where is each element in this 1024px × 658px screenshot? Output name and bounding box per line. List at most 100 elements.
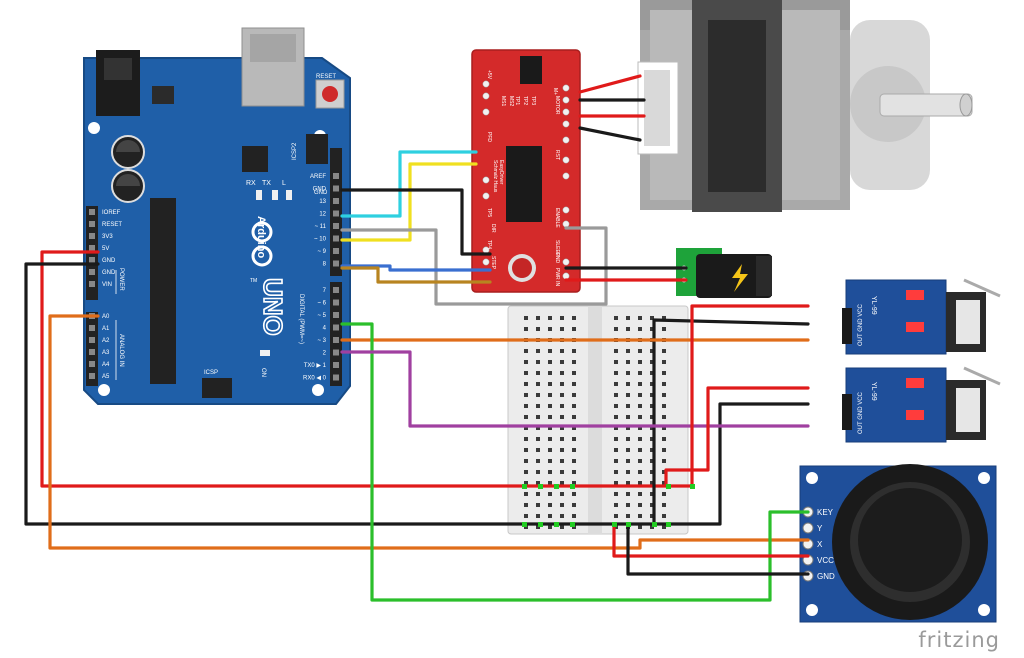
breadboard-hole xyxy=(548,404,552,408)
breadboard-hole xyxy=(638,525,642,529)
breadboard-hole xyxy=(614,426,618,430)
header-pin xyxy=(333,198,339,204)
breadboard-hole xyxy=(638,514,642,518)
breadboard-hole xyxy=(548,316,552,320)
breadboard-hole xyxy=(650,393,654,397)
breadboard-hole xyxy=(560,426,564,430)
joystick-pin-label: VCC xyxy=(817,556,834,565)
breadboard-hole xyxy=(572,492,576,496)
header-pin xyxy=(333,299,339,306)
breadboard-hole xyxy=(614,349,618,353)
joystick-pin-label: Y xyxy=(817,524,823,533)
driver-pin xyxy=(562,258,570,266)
breadboard-hole xyxy=(536,448,540,452)
digital-pin-label: TX0 ▶ 1 xyxy=(304,363,327,369)
wire xyxy=(340,350,810,428)
sensor-module: YL-99 OUT GND VCC xyxy=(842,278,1001,355)
breadboard-hole xyxy=(626,492,630,496)
breadboard-hole xyxy=(662,404,666,408)
breadboard-hole xyxy=(638,371,642,375)
wire-end-marker xyxy=(652,522,657,527)
sensor-2-pins: OUT GND VCC xyxy=(858,391,864,434)
breadboard-hole xyxy=(650,437,654,441)
breadboard-hole xyxy=(560,514,564,518)
header-pin xyxy=(89,245,95,251)
header-pin xyxy=(333,337,339,343)
breadboard-hole xyxy=(614,327,618,331)
driver-label: MS1 xyxy=(500,96,506,107)
header-pin xyxy=(89,281,95,287)
header-pin xyxy=(333,185,339,192)
icsp-label: ICSP xyxy=(204,370,218,376)
l-label: L xyxy=(282,180,286,187)
breadboard-hole xyxy=(572,382,576,386)
breadboard-hole xyxy=(638,327,642,331)
driver-label: Schmalz Haus xyxy=(492,160,498,193)
breadboard-hole xyxy=(560,481,564,485)
analog-pin-label: A5 xyxy=(102,374,110,380)
digital-pin-label: 2 xyxy=(323,351,327,357)
driver-pin xyxy=(562,156,570,164)
header-pin xyxy=(333,349,339,356)
breadboard-hole xyxy=(536,393,540,397)
header-pin xyxy=(89,361,95,367)
breadboard-hole xyxy=(524,437,528,441)
header-pin xyxy=(89,269,95,275)
breadboard-hole xyxy=(650,470,654,474)
microcontroller-chip xyxy=(150,198,176,384)
digital-pin-label: ~ 5 xyxy=(317,313,326,319)
reset-label: RESET xyxy=(316,74,336,80)
breadboard-hole xyxy=(548,437,552,441)
digital-pin-label: 7 xyxy=(323,288,327,294)
breadboard-hole xyxy=(536,360,540,364)
breadboard-hole xyxy=(560,360,564,364)
digital-pin-label: 4 xyxy=(323,326,327,332)
wire-end-marker xyxy=(538,484,543,489)
breadboard-hole xyxy=(638,481,642,485)
breadboard-hole xyxy=(626,371,630,375)
breadboard-hole xyxy=(572,393,576,397)
driver-label: TP3 xyxy=(530,96,536,105)
analog-pin-label: A3 xyxy=(102,350,110,356)
digital-pin-label: ~ 11 xyxy=(315,224,327,230)
wire-end-marker xyxy=(626,522,631,527)
breadboard-hole xyxy=(572,503,576,507)
breadboard-hole xyxy=(548,371,552,375)
header-pin xyxy=(333,287,339,293)
wire xyxy=(340,150,478,218)
breadboard-hole xyxy=(650,514,654,518)
fritzing-watermark: fritzing xyxy=(918,628,1000,652)
digital-pin-label: 13 xyxy=(319,199,326,205)
breadboard-hole xyxy=(614,393,618,397)
driver-pin xyxy=(562,96,570,104)
driver-label: TP5 xyxy=(486,208,492,217)
breadboard-hole xyxy=(614,404,618,408)
breadboard-hole xyxy=(536,371,540,375)
breadboard-hole xyxy=(560,437,564,441)
breadboard-hole xyxy=(536,514,540,518)
digital-pin-label: ~ 3 xyxy=(317,338,326,344)
breadboard-hole xyxy=(638,415,642,419)
digital-pin-label: AREF xyxy=(310,174,326,180)
breadboard-hole xyxy=(662,349,666,353)
breadboard-hole xyxy=(536,415,540,419)
breadboard-hole xyxy=(614,316,618,320)
breadboard-hole xyxy=(536,316,540,320)
breadboard-hole xyxy=(524,470,528,474)
power-pin-label: GND xyxy=(102,270,116,276)
breadboard-hole xyxy=(548,360,552,364)
breadboard-hole xyxy=(560,415,564,419)
breadboard-hole xyxy=(524,426,528,430)
driver-label: RST xyxy=(554,150,560,160)
breadboard-hole xyxy=(560,492,564,496)
breadboard-hole xyxy=(572,437,576,441)
wire-end-marker xyxy=(570,484,575,489)
breadboard-hole xyxy=(650,492,654,496)
breadboard-hole xyxy=(548,426,552,430)
driver-label: PFD xyxy=(486,132,492,142)
breadboard-hole xyxy=(548,470,552,474)
breadboard-hole xyxy=(626,415,630,419)
digital-label: DIGITAL (PWM=~) xyxy=(298,294,304,344)
driver-label: MOTOR xyxy=(554,96,560,115)
digital-pin-label: 8 xyxy=(323,262,327,268)
